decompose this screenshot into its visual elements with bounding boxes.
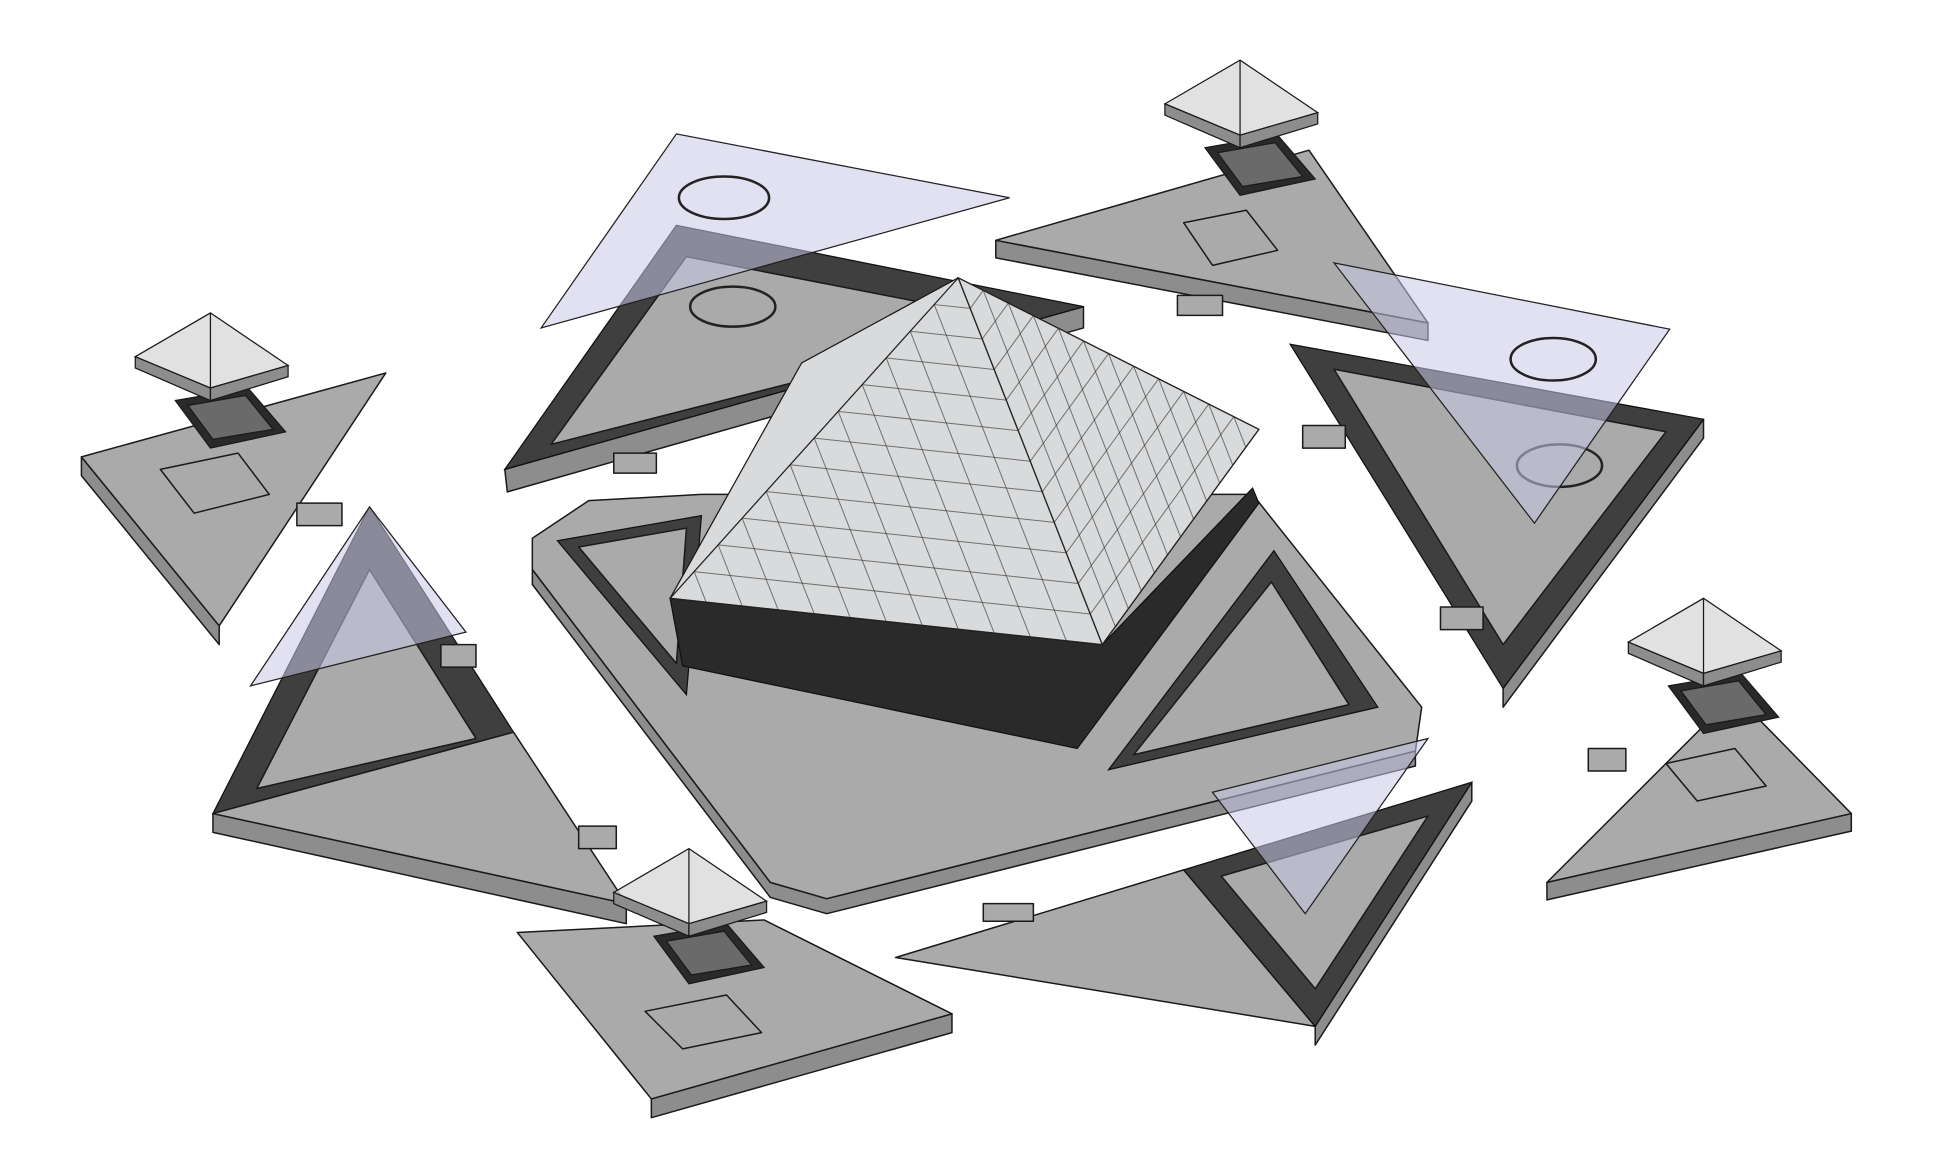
grid-line	[1041, 365, 1134, 493]
grid-line	[1077, 403, 1210, 584]
plate-top	[212, 731, 628, 905]
pad	[1182, 209, 1279, 267]
connector-tab	[1587, 747, 1627, 772]
connector-tab	[982, 902, 1035, 922]
small-pyramid-rim	[1702, 650, 1782, 687]
connector-tab	[296, 502, 343, 527]
frame-inner	[256, 568, 477, 790]
grid-line	[1032, 315, 1142, 591]
grid-line	[1233, 416, 1247, 448]
small-pyramid	[612, 847, 769, 985]
connector-tab	[1439, 606, 1484, 631]
central-pyramid	[668, 276, 1260, 750]
grid-line	[1057, 328, 1155, 574]
grid-line	[789, 464, 851, 618]
grid-line	[934, 304, 971, 309]
glass-ring	[677, 175, 771, 221]
grid-line	[1183, 391, 1221, 484]
grid-line	[838, 410, 1019, 432]
pyramid-edge	[957, 277, 1103, 645]
grid-line	[790, 464, 1043, 493]
small-pyramid-lattice-inner	[1679, 680, 1768, 726]
grid-line	[969, 290, 984, 309]
grid-line	[718, 544, 1079, 584]
grid-line	[1089, 416, 1235, 615]
grid-line	[861, 384, 959, 630]
left-plate-assembly	[80, 372, 387, 646]
lower-left-plate-assembly	[211, 505, 628, 925]
grid-line	[909, 331, 1031, 638]
connector-tab	[577, 825, 618, 850]
pad	[644, 994, 763, 1050]
glass-panel	[1211, 737, 1430, 915]
grid-line	[1017, 340, 1084, 431]
grid-line	[1007, 302, 1129, 609]
connector-tab	[1176, 294, 1224, 317]
small-pyramids	[133, 59, 1783, 985]
pad	[159, 452, 271, 514]
small-pyramid-rim	[209, 364, 289, 402]
grid-line	[933, 304, 1067, 641]
glass-ring	[1509, 336, 1598, 382]
grid-line	[741, 517, 779, 611]
small-pyramid-lattice-inner	[1216, 142, 1304, 188]
small-pyramid-rim	[688, 900, 768, 938]
grid-line	[694, 571, 1091, 615]
small-pyramid-lattice-inner	[186, 394, 275, 441]
grid-line	[693, 571, 707, 603]
connector-tab	[440, 643, 477, 668]
right-plate-assembly	[1288, 261, 1705, 708]
glass-panel	[1332, 261, 1671, 525]
far-right-plate-assembly	[1546, 693, 1853, 901]
connector-tab	[613, 452, 658, 474]
small-pyramid-lattice-inner	[665, 930, 753, 976]
plate-top	[550, 255, 1028, 446]
grid-line	[1065, 391, 1185, 554]
pad	[1665, 747, 1767, 802]
ring-hole	[688, 285, 777, 328]
glass-panel	[539, 133, 1010, 329]
grid-line	[1133, 366, 1195, 520]
grid-line	[837, 411, 923, 626]
bottom-left-plate-assembly	[516, 919, 953, 1119]
pyramid-grid	[693, 277, 1247, 645]
grid-line	[993, 315, 1034, 370]
grid-line	[885, 357, 995, 634]
grid-line	[742, 517, 1067, 554]
grid-line	[886, 357, 995, 371]
grid-line	[1083, 340, 1168, 556]
glass-panel	[249, 505, 468, 687]
small-pyramid	[133, 312, 290, 449]
small-pyramid-rim	[1239, 111, 1319, 149]
bottom-right-plate-assembly	[894, 737, 1474, 1046]
small-pyramid	[1163, 59, 1320, 196]
small-pyramid	[1626, 597, 1783, 735]
grid-line	[982, 290, 1116, 627]
connector-tab	[1301, 424, 1347, 449]
base-right-frame-inner	[1132, 581, 1350, 756]
